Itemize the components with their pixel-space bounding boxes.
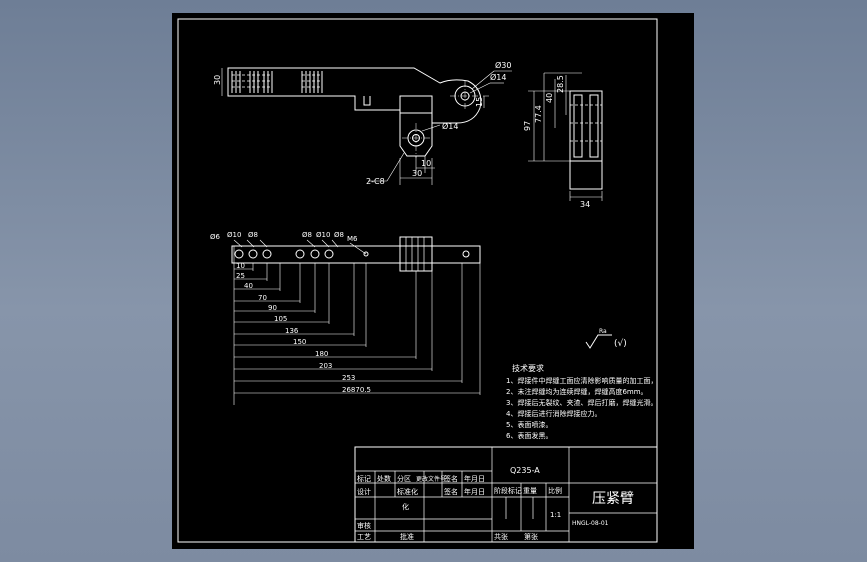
- tb-row1-c5: 签名: [444, 474, 458, 483]
- dim-90: 90: [268, 304, 277, 312]
- tech-req-title: 技术要求: [512, 363, 544, 373]
- dia-6-label: Ø6: [210, 233, 221, 241]
- dim-77-4-label: 77.4: [534, 105, 543, 123]
- main-view: 30 Ø30 Ø14 15 Ø14 10 30 2-C8: [213, 60, 512, 186]
- dia-14-top-label: Ø14: [490, 72, 506, 82]
- m6-label: M6: [347, 235, 358, 243]
- approve-label: 批准: [400, 532, 414, 541]
- roughness-symbol: Ra (√): [585, 328, 627, 349]
- side-view: 97 77.4 40 28.5 34: [523, 72, 603, 209]
- dia-8-b-label: Ø8: [302, 231, 312, 239]
- dim-203: 203: [319, 362, 332, 370]
- dia-10-a-label: Ø10: [227, 231, 241, 239]
- dia-8-c-label: Ø8: [334, 231, 344, 239]
- dim-34-label: 34: [580, 200, 590, 209]
- tb-row2-c1: 设计: [357, 487, 371, 496]
- tb-row1-c2: 处数: [377, 474, 391, 483]
- stage-mark-label: 阶段标记: [494, 486, 522, 495]
- dim-30-bottom-label: 30: [412, 169, 422, 178]
- dim-268: 26870.5: [342, 386, 371, 394]
- dim-40-b: 40: [244, 282, 253, 290]
- tb-row1-c1: 标记: [357, 474, 371, 483]
- tb-row1-c6: 年月日: [464, 474, 485, 483]
- tech-req-item-6: 6、表面发黑。: [506, 431, 552, 440]
- tb-row2-c3: 签名: [444, 487, 458, 496]
- scale-value: 1:1: [550, 511, 561, 519]
- tb-row1-c3: 分区: [397, 474, 411, 483]
- tech-req-item-5: 5、表面喷漆。: [506, 420, 552, 429]
- dim-180: 180: [315, 350, 328, 358]
- dia-30-label: Ø30: [495, 60, 511, 70]
- dim-40-label: 40: [545, 93, 554, 103]
- dim-10-b: 10: [236, 262, 245, 270]
- cad-drawing: 30 Ø30 Ø14 15 Ø14 10 30 2-C8 97 77.4 40: [177, 18, 658, 543]
- dim-10-label: 10: [421, 159, 431, 168]
- dim-253: 253: [342, 374, 355, 382]
- sheet-total-label: 共张: [494, 532, 508, 541]
- process-label: 工艺: [357, 533, 371, 541]
- dim-15-label: 15: [475, 97, 484, 107]
- tech-req-item-2: 2、未注焊缝均为连续焊缝，焊缝高度6mm。: [506, 387, 648, 396]
- svg-text:(√): (√): [614, 338, 627, 349]
- bottom-view-holes: [234, 249, 470, 259]
- tech-req-item-4: 4、焊接后进行消除焊接应力。: [506, 409, 601, 418]
- dim-28-5-label: 28.5: [556, 75, 565, 93]
- dim-70: 70: [258, 294, 267, 302]
- drawing-number: HNGL-08-01: [572, 520, 609, 527]
- part-name: 压紧臂: [592, 491, 634, 507]
- bottom-view: Ø6 Ø10 Ø8 Ø8 Ø10 Ø8 M6 10 25 40 70 90 10…: [210, 231, 481, 405]
- tb-row2-c2: 标准化: [397, 487, 418, 496]
- chem-label: 化: [402, 502, 409, 511]
- dim-150: 150: [293, 338, 306, 346]
- tech-req-item-1: 1、焊接件中焊缝工面应清除影响质量的加工面，: [506, 376, 657, 385]
- chamfer-label: 2-C8: [366, 177, 385, 186]
- tech-requirements: 技术要求 1、焊接件中焊缝工面应清除影响质量的加工面， 2、未注焊缝均为连续焊缝…: [506, 363, 657, 440]
- dia-8-a-label: Ø8: [248, 231, 258, 239]
- dim-136: 136: [285, 327, 299, 335]
- arm-hatching: [231, 71, 323, 93]
- dim-105: 105: [274, 315, 287, 323]
- dim-30-left: 30: [213, 75, 222, 85]
- sheet-no-label: 第张: [524, 532, 538, 541]
- scale-label: 比例: [548, 486, 562, 495]
- svg-text:Ra: Ra: [599, 328, 607, 335]
- tech-req-item-3: 3、焊接后无裂纹、夹渣、焊后打磨，焊缝光滑。: [506, 398, 657, 407]
- weight-label: 重量: [523, 487, 537, 495]
- material-label: Q235-A: [510, 466, 540, 475]
- review-label: 审核: [357, 521, 371, 530]
- title-block: Q235-A 压紧臂 HNGL-08-01 1:1 标记 处数 分区 更改文件号…: [354, 446, 658, 543]
- tb-row1-c4: 更改文件号: [416, 475, 446, 483]
- drawing-sheet: 30 Ø30 Ø14 15 Ø14 10 30 2-C8 97 77.4 40: [172, 13, 694, 549]
- dim-97-label: 97: [523, 121, 532, 131]
- dia-10-b-label: Ø10: [316, 231, 330, 239]
- dia-14-mid-label: Ø14: [442, 121, 458, 131]
- arm-outline: [227, 67, 482, 124]
- inner-border: [177, 18, 658, 543]
- dim-25: 25: [236, 272, 245, 280]
- tb-row2-c4: 年月日: [464, 487, 485, 496]
